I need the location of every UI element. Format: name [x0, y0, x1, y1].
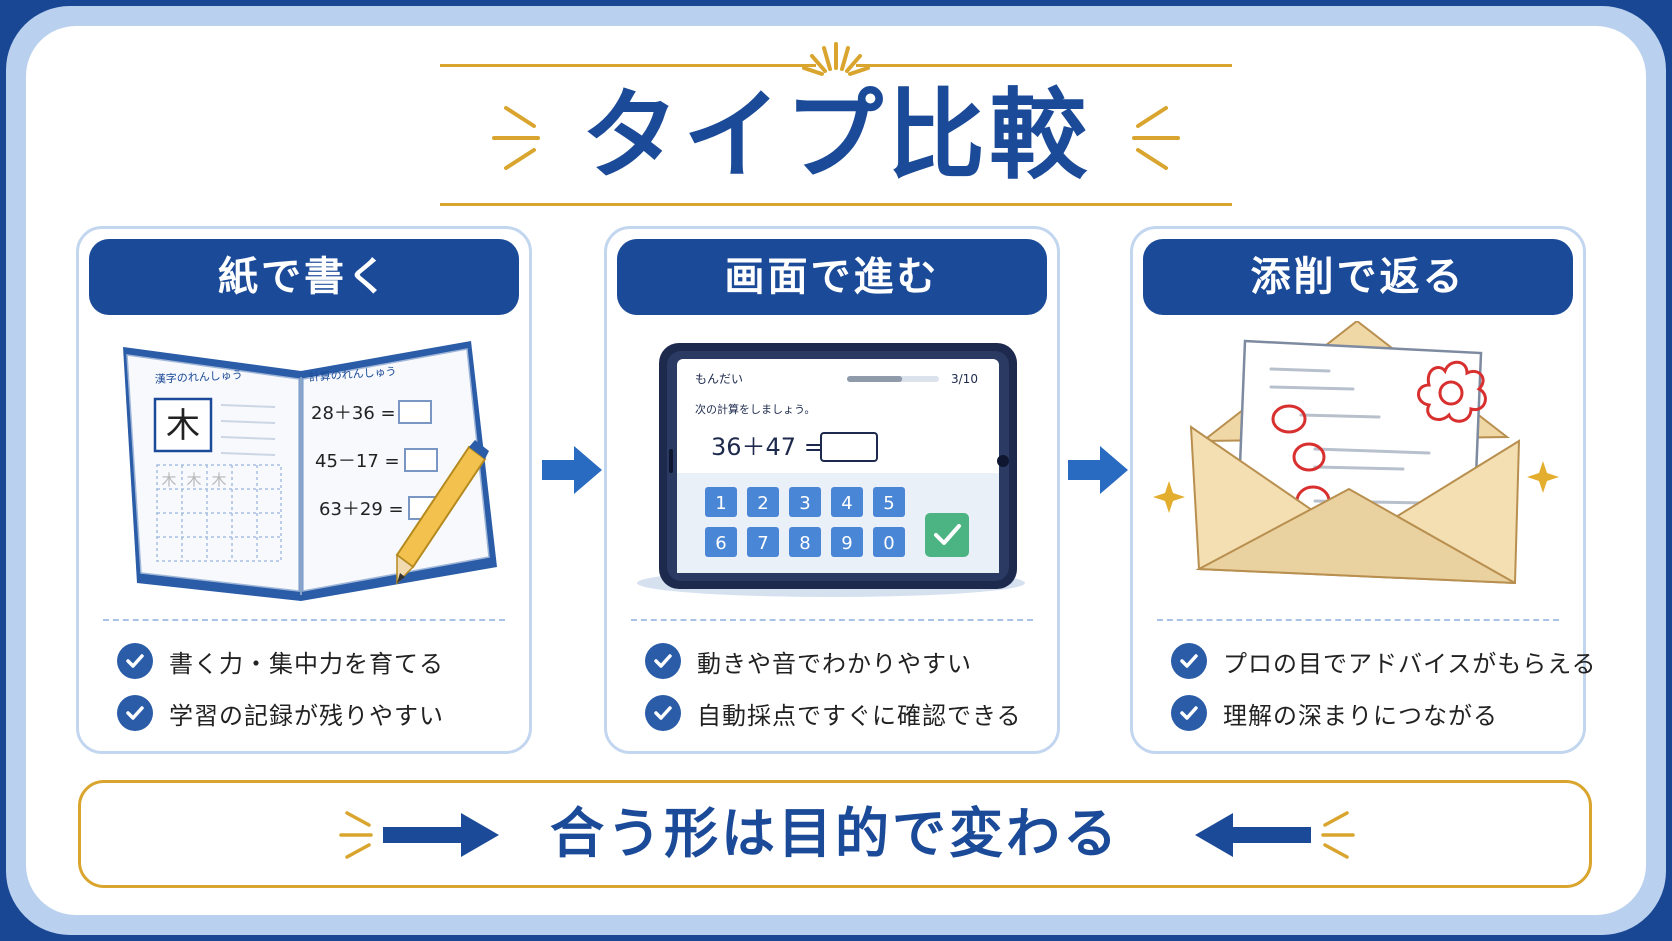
submit-check-key [925, 513, 969, 557]
card-correction: 添削で返る プロの目でアドバイスがもらえる 理解の深まりにつながる [1130, 226, 1596, 754]
card-paper-divider [103, 619, 505, 621]
pencil-icon [395, 440, 489, 585]
card-screen-header: 画面で進む [617, 239, 1047, 315]
arrow-left-icon [1195, 813, 1311, 857]
arrow-right-icon [383, 813, 499, 857]
spark-left-icon [339, 811, 373, 859]
key-4: 4 [841, 493, 852, 514]
card-paper-feature-1: 書く力・集中力を育てる [117, 641, 444, 681]
spark-right-icon [1321, 811, 1355, 859]
envelope-with-graded-paper-icon [1153, 321, 1559, 585]
math-problem-2: 45－17 = [315, 451, 400, 472]
title-line-top-left [440, 64, 816, 67]
kanji-character: 木 [166, 406, 200, 446]
check-icon [1171, 643, 1207, 679]
card-screen-feature-2: 自動採点ですぐに確認できる [645, 693, 1022, 733]
arrow-right-icon [1068, 446, 1128, 494]
card-paper-feature-2: 学習の記録が残りやすい [117, 693, 444, 733]
check-icon [1171, 695, 1207, 731]
key-9: 9 [841, 533, 852, 554]
check-icon [645, 643, 681, 679]
key-5: 5 [883, 493, 894, 514]
open-notebook-icon: 漢字のれんしゅう 木 木 木 木 計算のれんしゅう 28＋36 = 45－17 … [123, 341, 497, 601]
card-correction-header: 添削で返る [1143, 239, 1573, 315]
check-icon [117, 643, 153, 679]
equation-text: 36＋47 = [711, 433, 824, 461]
key-1: 1 [715, 493, 726, 514]
card-paper-header: 紙で書く [89, 239, 519, 315]
feature-text: 動きや音でわかりやすい [697, 649, 972, 678]
title-line-top-right [856, 64, 1232, 67]
title-burst-icon [802, 42, 870, 76]
practice-kanji-1: 木 [161, 471, 176, 489]
feature-text: 学習の記録が残りやすい [169, 701, 444, 730]
progress-text: 3/10 [951, 372, 978, 386]
key-0: 0 [883, 533, 894, 554]
feature-text: 書く力・集中力を育てる [169, 649, 444, 678]
card-screen-feature-1: 動きや音でわかりやすい [645, 641, 972, 681]
instruction-text: 次の計算をしましょう。 [695, 402, 815, 416]
feature-text: 自動採点ですぐに確認できる [697, 701, 1022, 730]
practice-kanji-2: 木 [186, 471, 201, 489]
arrow-right-icon [542, 446, 602, 494]
bottom-message: 合う形は目的で変わる [550, 802, 1120, 865]
card-screen-divider [631, 619, 1033, 621]
left-page-title: 漢字のれんしゅう [154, 367, 243, 386]
card-correction-divider [1157, 619, 1559, 621]
feature-text: 理解の深まりにつながる [1223, 701, 1498, 730]
title-spark-left-icon [492, 106, 540, 170]
key-8: 8 [799, 533, 810, 554]
check-icon [117, 695, 153, 731]
check-icon [645, 695, 681, 731]
question-label: もんだい [695, 372, 743, 386]
card-correction-feature-1: プロの目でアドバイスがもらえる [1171, 641, 1597, 681]
progress-fill [847, 376, 903, 382]
key-2: 2 [757, 493, 768, 514]
title-spark-right-icon [1132, 106, 1180, 170]
math-problem-3: 63＋29 = [319, 499, 404, 520]
practice-kanji-3: 木 [211, 471, 226, 489]
key-3: 3 [799, 493, 810, 514]
right-page-title: 計算のれんしゅう [308, 364, 397, 384]
bottom-message-box: 合う形は目的で変わる [78, 780, 1592, 888]
page-title: タイプ比較 [580, 79, 1091, 193]
tablet-icon: もんだい 3/10 次の計算をしましょう。 36＋47 = 1 2 3 4 5 … [637, 343, 1025, 597]
key-6: 6 [715, 533, 726, 554]
card-screen: 画面で進む もんだい 3/10 次の計算をしましょう。 36＋47 = 1 2 … [604, 226, 1060, 754]
card-correction-feature-2: 理解の深まりにつながる [1171, 693, 1498, 733]
key-7: 7 [757, 533, 768, 554]
card-paper: 紙で書く 漢字のれんしゅう 木 木 木 木 計算のれんしゅう 28＋36 = 4… [76, 226, 532, 754]
math-problem-1: 28＋36 = [311, 403, 396, 424]
title-line-bottom [440, 203, 1232, 206]
feature-text: プロの目でアドバイスがもらえる [1223, 649, 1597, 678]
